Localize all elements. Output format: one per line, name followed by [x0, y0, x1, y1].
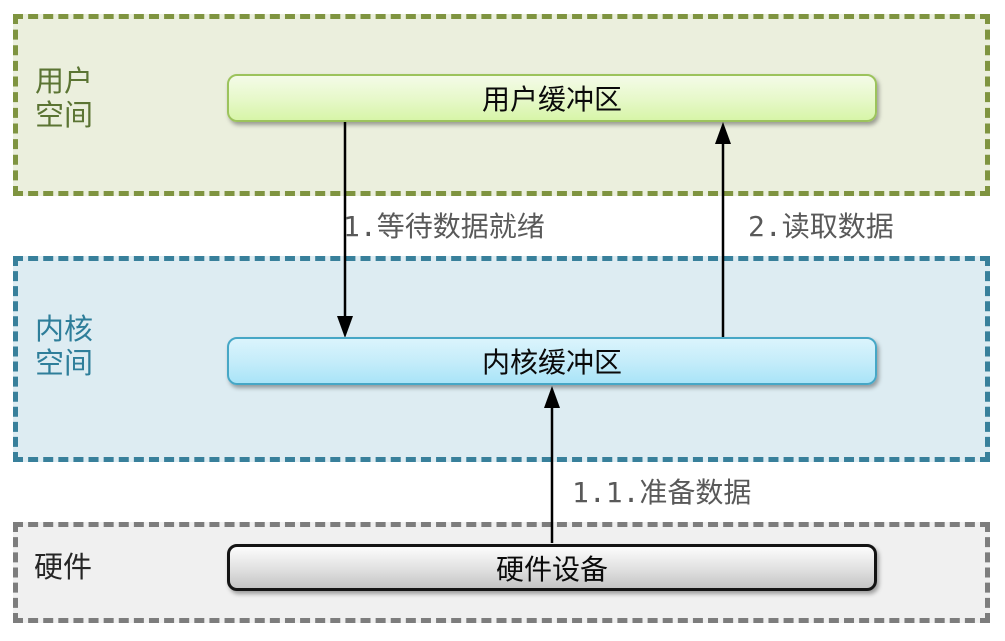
node-hardware-device: 硬件设备	[227, 544, 877, 591]
node-kernel-buffer: 内核缓冲区	[227, 337, 877, 385]
hardware-label-text: 硬件	[34, 550, 93, 584]
user-space-label: 用户 空间	[35, 64, 93, 132]
user-space-label-line1: 用户	[35, 64, 94, 98]
node-user-buffer: 用户缓冲区	[227, 74, 877, 122]
kernel-space-label-line1: 内核	[35, 312, 94, 346]
hardware-label: 硬件	[34, 550, 92, 584]
arrow-label-prepare-data: 1.1.准备数据	[572, 476, 752, 509]
kernel-space-label-line2: 空间	[35, 346, 94, 380]
node-hardware-device-label: 硬件设备	[495, 552, 608, 586]
kernel-space-label: 内核 空间	[35, 312, 93, 380]
user-space-label-line2: 空间	[35, 98, 94, 132]
arrow-label-read-data: 2.读取数据	[748, 210, 894, 243]
node-kernel-buffer-label: 内核缓冲区	[481, 346, 622, 379]
node-user-buffer-label: 用户缓冲区	[481, 83, 622, 116]
arrow-label-wait-data: 1.等待数据就绪	[343, 210, 545, 243]
